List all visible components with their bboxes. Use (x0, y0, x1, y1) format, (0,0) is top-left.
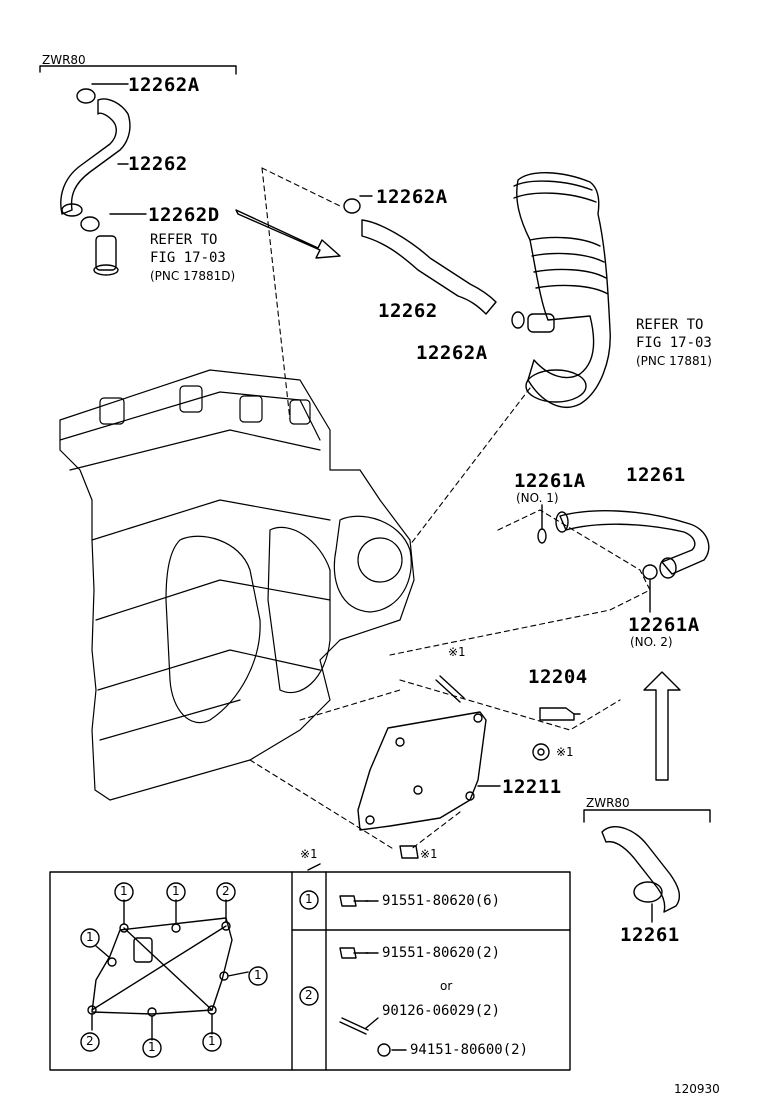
ref-left-line3: (PNC 17881D) (150, 269, 236, 283)
arrow-right-icon (235, 209, 341, 259)
arrow-up-icon (643, 671, 681, 781)
part-12204[interactable]: 12204 (528, 666, 588, 688)
callout-1: 1 (172, 884, 180, 898)
variant-bracket-bottom (583, 809, 711, 823)
clamp-12262D (80, 216, 100, 232)
table-row2-key: 2 (305, 988, 313, 1002)
engine-block (59, 369, 415, 801)
ref-left-line1: REFER TO (150, 232, 218, 248)
union-fitting (95, 235, 117, 271)
part-12261A-no2[interactable]: 12261A (628, 614, 700, 636)
ref-right-line2: FIG 17-03 (636, 335, 712, 351)
part-12262A-lower[interactable]: 12262A (416, 342, 488, 364)
nut-icon (377, 1043, 391, 1057)
part-12262-middle[interactable]: 12262 (378, 300, 438, 322)
stud-icon (339, 1017, 369, 1035)
hose-12261 (559, 510, 710, 575)
hose-12262-upper (60, 98, 131, 215)
part-12261-lower[interactable]: 12261 (620, 924, 680, 946)
bolt-icon-1 (339, 895, 369, 907)
table-row2-part-c[interactable]: 94151-80600(2) (410, 1042, 529, 1058)
clamp-12262A-lower (511, 311, 525, 329)
part-12261A-no1-sub: (NO. 1) (516, 491, 559, 505)
part-12211[interactable]: 12211 (502, 776, 562, 798)
table-row1-key: 1 (305, 892, 313, 906)
mark-nut: ※1 (556, 745, 574, 759)
variant-bracket-top (39, 65, 237, 75)
clamp-12261A-no2 (642, 564, 658, 580)
table-row2-part-b[interactable]: 90126-06029(2) (382, 1003, 501, 1019)
bolt-icon-2 (339, 947, 369, 959)
part-12262A-middle[interactable]: 12262A (376, 186, 448, 208)
part-12261A-no2-sub: (NO. 2) (630, 635, 673, 649)
part-12262D[interactable]: 12262D (148, 204, 220, 226)
ref-right-line1: REFER TO (636, 317, 704, 333)
bolt (399, 845, 419, 859)
table-row2-or: or (440, 979, 453, 993)
sensor-12204 (539, 707, 575, 721)
hose-12261-lower (601, 826, 681, 913)
table-row1-part[interactable]: 91551-80620(6) (382, 893, 501, 909)
callout-1: 1 (148, 1040, 156, 1054)
variant-label-top: ZWR80 (42, 53, 86, 67)
figure-id: 120930 (674, 1082, 720, 1096)
callout-2: 2 (222, 884, 230, 898)
callout-1: 1 (208, 1034, 216, 1048)
clamp-12262A-upper (76, 88, 96, 104)
table-row2-part-a[interactable]: 91551-80620(2) (382, 945, 501, 961)
clamp-12262A-middle (343, 198, 361, 214)
clamp-12261A-no1 (537, 528, 547, 544)
part-12262A-upper[interactable]: 12262A (128, 74, 200, 96)
stud-bolt (435, 675, 465, 703)
mark-bolt: ※1 (420, 847, 438, 861)
air-intake-hose (516, 172, 611, 409)
nut (532, 743, 550, 761)
table-header-mark: ※1 (300, 847, 318, 861)
callout-2: 2 (86, 1034, 94, 1048)
hose-12262-middle (361, 219, 497, 315)
part-12261A-no1[interactable]: 12261A (514, 470, 586, 492)
callout-1: 1 (86, 930, 94, 944)
variant-label-bottom: ZWR80 (586, 796, 630, 810)
fastener-table (49, 871, 571, 1071)
plate-12211 (357, 711, 487, 831)
ref-left-line2: FIG 17-03 (150, 250, 226, 266)
ref-right-line3: (PNC 17881) (636, 354, 712, 368)
callout-1: 1 (254, 968, 262, 982)
part-12261[interactable]: 12261 (626, 464, 686, 486)
mark-stud: ※1 (448, 645, 466, 659)
callout-1: 1 (120, 884, 128, 898)
part-12262-upper[interactable]: 12262 (128, 153, 188, 175)
